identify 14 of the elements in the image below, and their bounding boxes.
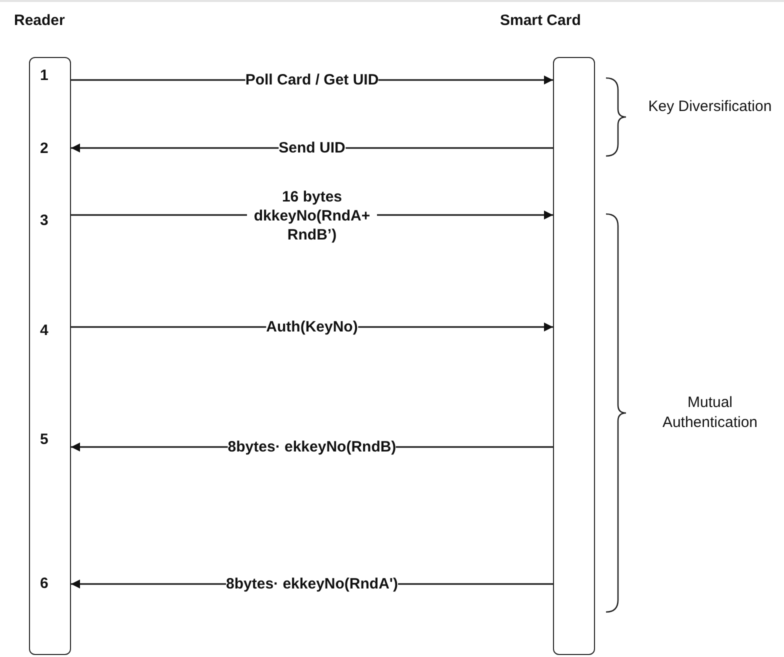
edge-label: Auth(KeyNo) xyxy=(266,318,358,336)
edge-label: 16 bytes dkkeyNo(RndA+ RndB’) xyxy=(247,188,377,244)
bracket-label: Key Diversification xyxy=(647,97,773,117)
step-number: 2 xyxy=(40,139,48,159)
step-number: 1 xyxy=(40,66,48,86)
step-number: 3 xyxy=(40,211,48,231)
edge-label: 8bytes· ekkeyNo(RndA') xyxy=(226,574,398,594)
step-number: 4 xyxy=(40,321,48,341)
bracket-label: Mutual Authentication xyxy=(661,393,759,433)
step-number: 5 xyxy=(40,430,48,450)
edge-label: 8bytes· ekkeyNo(RndB) xyxy=(228,438,396,456)
participant-heading: Reader xyxy=(14,12,65,29)
step-number: 6 xyxy=(40,574,48,594)
participant-heading: Smart Card xyxy=(500,12,581,29)
